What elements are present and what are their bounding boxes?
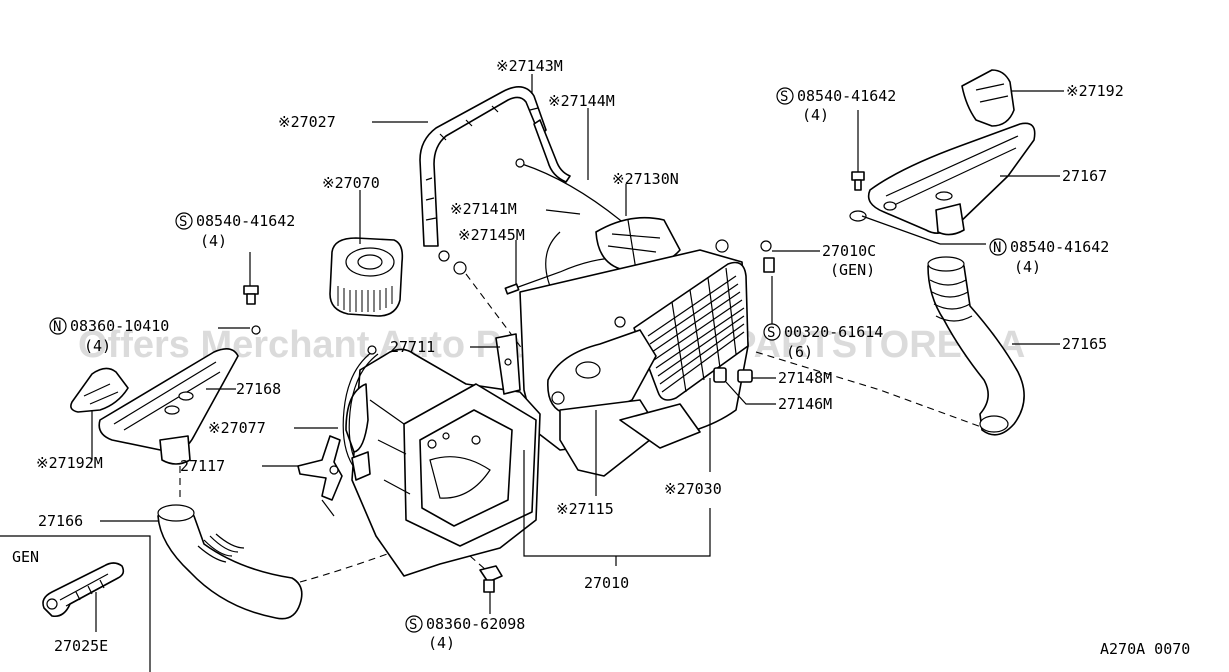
bracket-27192-drawing [961, 69, 1015, 127]
bracket-27168-drawing [98, 348, 239, 465]
label-08540-41642-left-qty: (4) [200, 232, 227, 250]
cable-27144m-drawing [515, 119, 661, 251]
label-08360-62098: 08360-62098 [426, 615, 525, 633]
s-mark-bottom: S [409, 617, 417, 633]
s-mark-icon-left [175, 212, 193, 230]
diagram-code: A270A 0070 [1100, 640, 1190, 658]
label-27115: ※27115 [556, 500, 614, 518]
label-27070: ※27070 [322, 174, 380, 192]
bolt-left-drawing [243, 285, 259, 305]
s-mark-right: S [780, 89, 788, 105]
fitting-27010c-drawing [760, 240, 775, 273]
inset-frame [0, 535, 151, 672]
label-00320-61614-qty: (6) [786, 343, 813, 361]
label-27148m: 27148M [778, 369, 832, 387]
clip-27025e-drawing [42, 562, 125, 618]
label-27010c: 27010C [822, 242, 876, 260]
label-27010: 27010 [584, 574, 629, 592]
s-mark-icon-right [776, 87, 794, 105]
label-27192m: ※27192M [36, 454, 103, 472]
label-27141m: ※27141M [450, 200, 517, 218]
s-mark-icon-bottom [405, 615, 423, 633]
label-27143m: ※27143M [496, 57, 563, 75]
n-mark-icon-left [49, 317, 67, 335]
lever-27117-drawing [297, 435, 371, 517]
s-mark-left: S [179, 214, 187, 230]
bolt-bottom-drawing [479, 565, 503, 593]
label-27025e: 27025E [54, 637, 108, 655]
label-08540-41642-n-qty: (4) [1014, 258, 1041, 276]
label-27010c-sub: (GEN) [830, 261, 875, 279]
label-08360-10410: 08360-10410 [70, 317, 169, 335]
label-27030: ※27030 [664, 480, 722, 498]
label-27146m: 27146M [778, 395, 832, 413]
inset-title: GEN [12, 548, 39, 566]
label-27165: 27165 [1062, 335, 1107, 353]
label-27168: 27168 [236, 380, 281, 398]
clip-27146m-drawing [713, 367, 727, 383]
label-08540-41642-n: 08540-41642 [1010, 238, 1109, 256]
n-mark-left: N [53, 319, 61, 335]
label-08360-10410-qty: (4) [84, 337, 111, 355]
label-27145m: ※27145M [458, 226, 525, 244]
label-27167: 27167 [1062, 167, 1107, 185]
label-00320-61614: 00320-61614 [784, 323, 883, 341]
clip-27148m-drawing [737, 369, 753, 383]
label-08360-62098-qty: (4) [428, 634, 455, 652]
bracket-27167-drawing [867, 122, 1036, 236]
label-27027: ※27027 [278, 113, 336, 131]
label-27077: ※27077 [208, 419, 266, 437]
heater-unit-27010-drawing [345, 239, 749, 577]
blower-motor-27070-drawing [329, 237, 404, 317]
label-27192: ※27192 [1066, 82, 1124, 100]
n-mark-icon-right [989, 238, 1007, 256]
inset-gen: GEN 27025E [0, 535, 151, 672]
label-27166: 27166 [38, 512, 83, 530]
label-27144m: ※27144M [548, 92, 615, 110]
label-08540-41642-right: 08540-41642 [797, 87, 896, 105]
label-27130n: ※27130N [612, 170, 679, 188]
duct-27165-drawing [927, 256, 1025, 436]
n-mark-right: N [993, 240, 1001, 256]
label-08540-41642-left: 08540-41642 [196, 212, 295, 230]
label-08540-41642-right-qty: (4) [802, 106, 829, 124]
bolt-right-drawing [851, 171, 865, 191]
label-27711: 27711 [390, 338, 435, 356]
s-mark-mid: S [767, 325, 775, 341]
bracket-27010 [523, 450, 711, 557]
bracket-27192m-drawing [70, 367, 129, 413]
s-mark-icon-mid [763, 323, 781, 341]
label-27117: 27117 [180, 457, 225, 475]
